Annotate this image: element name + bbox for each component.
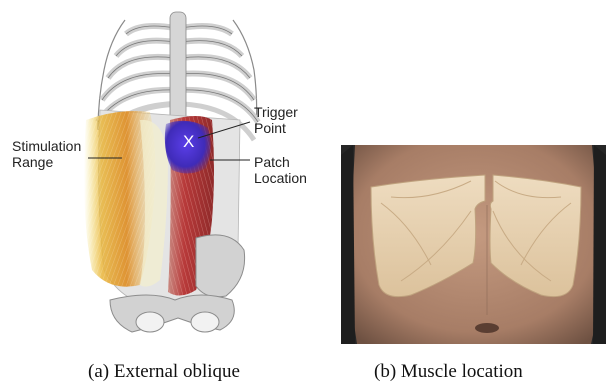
caption-b: (b) Muscle location: [374, 361, 523, 383]
panel-muscle-location: (b) Muscle location: [336, 0, 610, 388]
caption-a: (a) External oblique: [88, 361, 240, 383]
trigger-x-mark: X: [183, 132, 194, 152]
panel-external-oblique: X Stimulation Range Trigger Point Patch …: [0, 0, 330, 388]
abdomen-photo-illustration: [341, 145, 606, 344]
abdomen-photo: [341, 145, 606, 344]
stimulation-range-label: Stimulation Range: [12, 138, 81, 170]
anatomy-illustration: [0, 0, 330, 388]
patch-location-label: Patch Location: [254, 154, 307, 186]
sternum: [170, 12, 186, 132]
navel: [475, 323, 499, 333]
trigger-point-label: Trigger Point: [254, 104, 298, 136]
